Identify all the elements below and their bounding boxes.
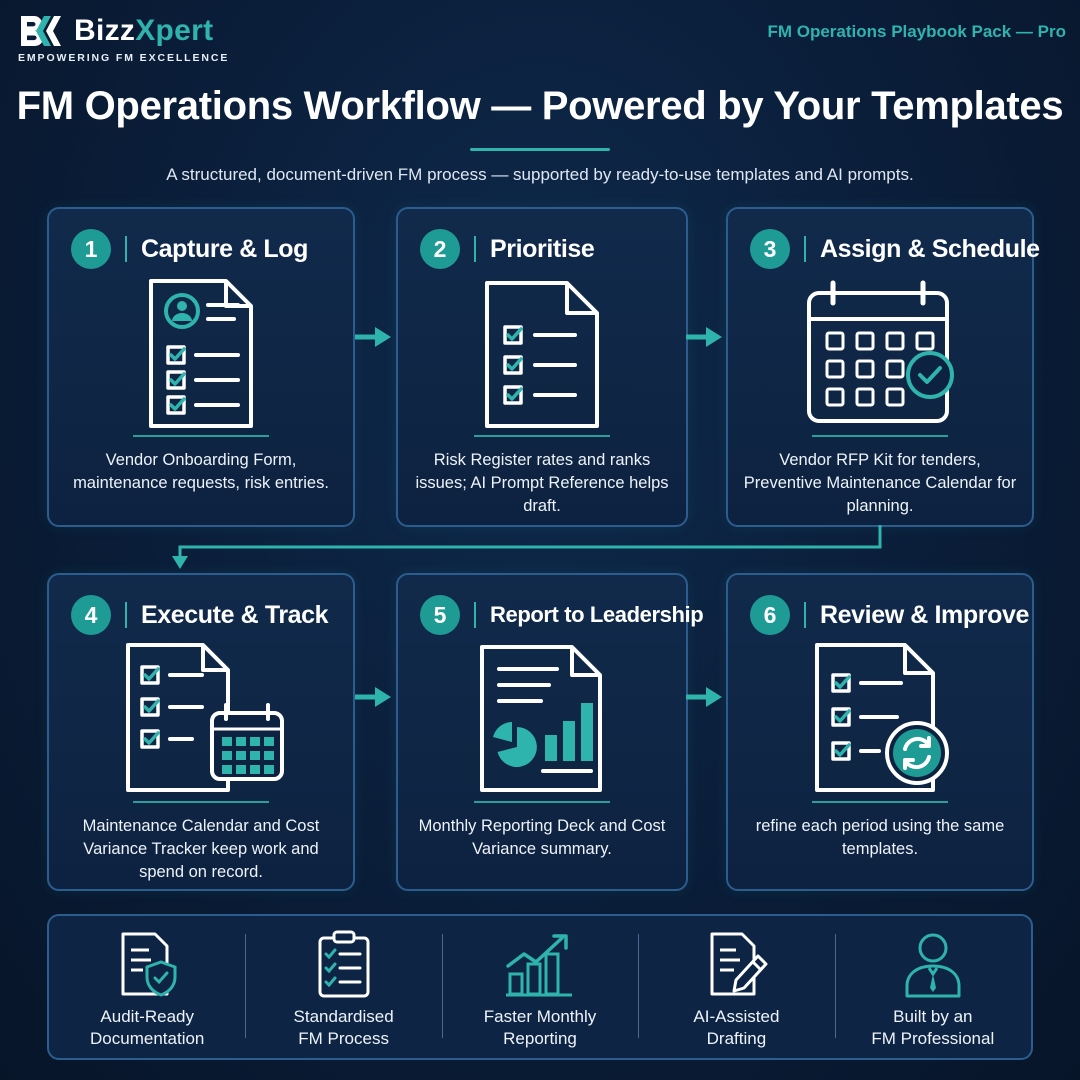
document-pen-icon (710, 932, 768, 996)
benefit-label: Built by an FM Professional (871, 1007, 995, 1048)
page-title: FM Operations Workflow — Powered by Your… (16, 84, 1064, 128)
step-title: Execute & Track (141, 600, 329, 629)
step-divider (804, 602, 806, 628)
checklist-calendar-icon (126, 643, 284, 792)
report-chart-document-icon (480, 645, 602, 792)
step-description: refine each period using the same templa… (755, 817, 1005, 858)
checklist-document-icon (485, 281, 599, 428)
step-title: Review & Improve (820, 600, 1029, 629)
step-divider-line (474, 435, 610, 437)
step-divider-line (133, 801, 269, 803)
step-card-capture-log: 1 Capture & Log Vendor Onboarding Form, … (47, 207, 355, 527)
step-divider-line (474, 801, 610, 803)
step-number: 2 (420, 229, 460, 269)
shield-document-icon (121, 932, 177, 997)
benefit-item: Audit-Ready Documentation (49, 916, 245, 1058)
step-title: Report to Leadership (490, 602, 704, 627)
step-divider (804, 236, 806, 262)
brand: BizzXpert EMPOWERING FM EXCELLENCE (18, 14, 229, 64)
step-description: Vendor RFP Kit for tenders, Preventive M… (743, 451, 1017, 515)
step-title: Capture & Log (141, 234, 309, 263)
step-description: Maintenance Calendar and Cost Variance T… (82, 817, 320, 881)
step-divider-line (812, 801, 948, 803)
step-title: Assign & Schedule (820, 234, 1040, 263)
benefit-label: Audit-Ready Documentation (90, 1007, 205, 1048)
benefits-bar: Audit-Ready Documentation Standardised F… (47, 914, 1033, 1060)
benefit-item: Faster Monthly Reporting (441, 916, 638, 1058)
flow-arrow-right-icon (686, 687, 722, 707)
step-description: Risk Register rates and ranks issues; AI… (415, 451, 669, 515)
page-subtitle: A structured, document-driven FM process… (166, 165, 914, 184)
flow-arrow-right-icon (355, 687, 391, 707)
step-card-review-improve: 6 Review & Improve refine each period us… (726, 573, 1034, 891)
step-divider (474, 602, 476, 628)
step-description: Monthly Reporting Deck and Cost Variance… (418, 817, 666, 858)
benefit-label: Faster Monthly Reporting (483, 1007, 597, 1048)
step-title: Prioritise (490, 234, 595, 263)
calendar-check-icon (807, 280, 954, 423)
title-underline (470, 148, 610, 151)
pack-label: FM Operations Playbook Pack — Pro (767, 22, 1066, 41)
step-number: 1 (71, 229, 111, 269)
step-card-assign-schedule: 3 Assign & Schedule Vendor RFP Kit for t… (726, 207, 1040, 527)
clipboard-checklist-icon (318, 930, 370, 998)
benefit-label: AI-Assisted Drafting (693, 1007, 780, 1048)
benefit-label: Standardised FM Process (293, 1007, 394, 1048)
flow-arrow-right-icon (355, 327, 391, 347)
user-checklist-document-icon (149, 279, 253, 428)
bk-monogram-icon (21, 16, 61, 46)
step-card-execute-track: 4 Execute & Track Maintenance Calendar a… (47, 573, 355, 891)
checklist-refresh-icon (815, 643, 949, 792)
benefit-item: AI-Assisted Drafting (638, 916, 834, 1058)
step-number: 6 (750, 595, 790, 635)
step-number: 5 (420, 595, 460, 635)
step-divider (474, 236, 476, 262)
step-divider-line (812, 435, 948, 437)
step-card-report-to-leadership: 5 Report to Leadership Monthly Reporting… (396, 573, 704, 891)
flow-connector-arrow-icon (172, 525, 882, 569)
step-divider-line (133, 435, 269, 437)
benefit-item: Standardised FM Process (245, 916, 441, 1058)
brand-tagline: EMPOWERING FM EXCELLENCE (18, 52, 230, 64)
step-card-prioritise: 2 Prioritise Risk Register rates and ran… (396, 207, 688, 527)
step-description: Vendor Onboarding Form, maintenance requ… (73, 451, 329, 492)
professional-person-icon (905, 933, 961, 998)
growth-chart-icon (506, 934, 573, 997)
brand-name: BizzXpert (74, 14, 214, 47)
step-number: 4 (71, 595, 111, 635)
step-divider (125, 236, 127, 262)
step-number: 3 (750, 229, 790, 269)
benefit-item: Built by an FM Professional (834, 916, 1031, 1058)
step-divider (125, 602, 127, 628)
flow-arrow-right-icon (686, 327, 722, 347)
